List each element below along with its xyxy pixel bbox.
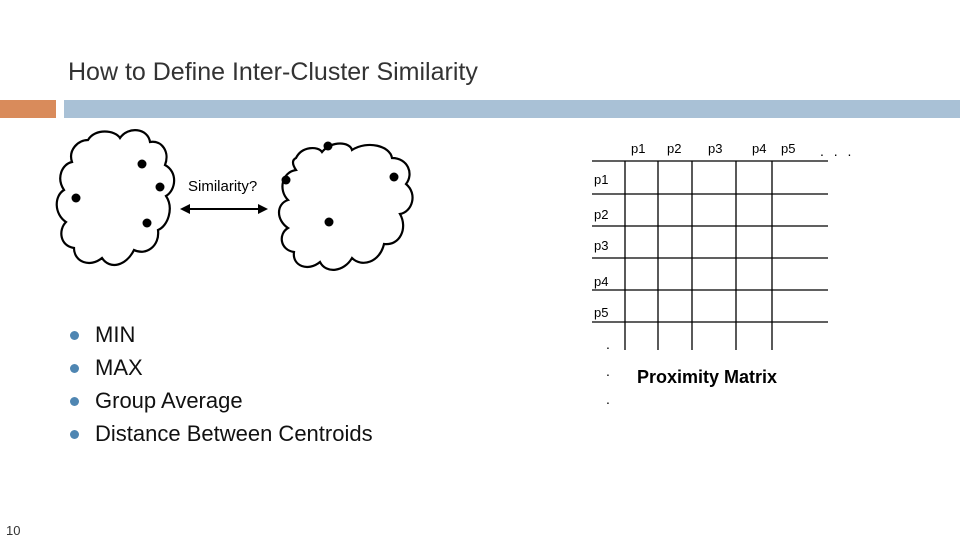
matrix-row-header: p3 — [594, 238, 609, 253]
matrix-row-ellipsis: . — [606, 363, 610, 379]
matrix-row-header: p4 — [594, 274, 609, 289]
bullet-item: MIN — [68, 318, 373, 351]
bullet-dot-icon — [70, 397, 79, 406]
bullet-text: Distance Between Centroids — [95, 421, 373, 446]
matrix-column-ellipsis: . . . — [820, 143, 855, 159]
bullet-list: MIN MAX Group Average Distance Between C… — [68, 318, 373, 450]
matrix-caption: Proximity Matrix — [637, 367, 778, 387]
bullet-text: Group Average — [95, 388, 243, 413]
point — [71, 193, 81, 203]
bullet-dot-icon — [70, 430, 79, 439]
arrow-head-left — [180, 204, 190, 214]
right-cluster-outline — [277, 142, 414, 271]
page-number: 10 — [6, 523, 21, 538]
bullet-item: Group Average — [68, 384, 373, 417]
arrow-head-right — [258, 204, 268, 214]
matrix-row-header: p5 — [594, 305, 609, 320]
proximity-matrix-grid — [592, 160, 828, 350]
matrix-row-header: p1 — [594, 172, 609, 187]
point — [137, 159, 147, 169]
bullet-dot-icon — [70, 364, 79, 373]
matrix-column-header: p5 — [781, 141, 796, 156]
matrix-row-header: p2 — [594, 207, 609, 222]
point — [155, 182, 165, 192]
matrix-column-header: p2 — [667, 141, 682, 156]
point — [281, 175, 291, 185]
bullet-dot-icon — [70, 331, 79, 340]
similarity-label: Similarity? — [188, 178, 258, 195]
left-cluster-outline — [55, 129, 176, 267]
point — [142, 218, 152, 228]
accent-bar-orange — [0, 100, 56, 118]
bullet-text: MAX — [95, 355, 143, 380]
slide-title: How to Define Inter-Cluster Similarity — [68, 58, 478, 86]
bullet-item: Distance Between Centroids — [68, 417, 373, 450]
bullet-item: MAX — [68, 351, 373, 384]
matrix-column-header: p1 — [631, 141, 646, 156]
point — [324, 217, 334, 227]
point — [389, 172, 399, 182]
matrix-row-ellipsis: . — [606, 336, 610, 352]
point — [323, 141, 333, 151]
matrix-column-header: p4 — [752, 141, 767, 156]
matrix-row-ellipsis: . — [606, 391, 610, 407]
accent-bar-blue — [64, 100, 960, 118]
matrix-column-header: p3 — [708, 141, 723, 156]
bullet-text: MIN — [95, 322, 136, 347]
